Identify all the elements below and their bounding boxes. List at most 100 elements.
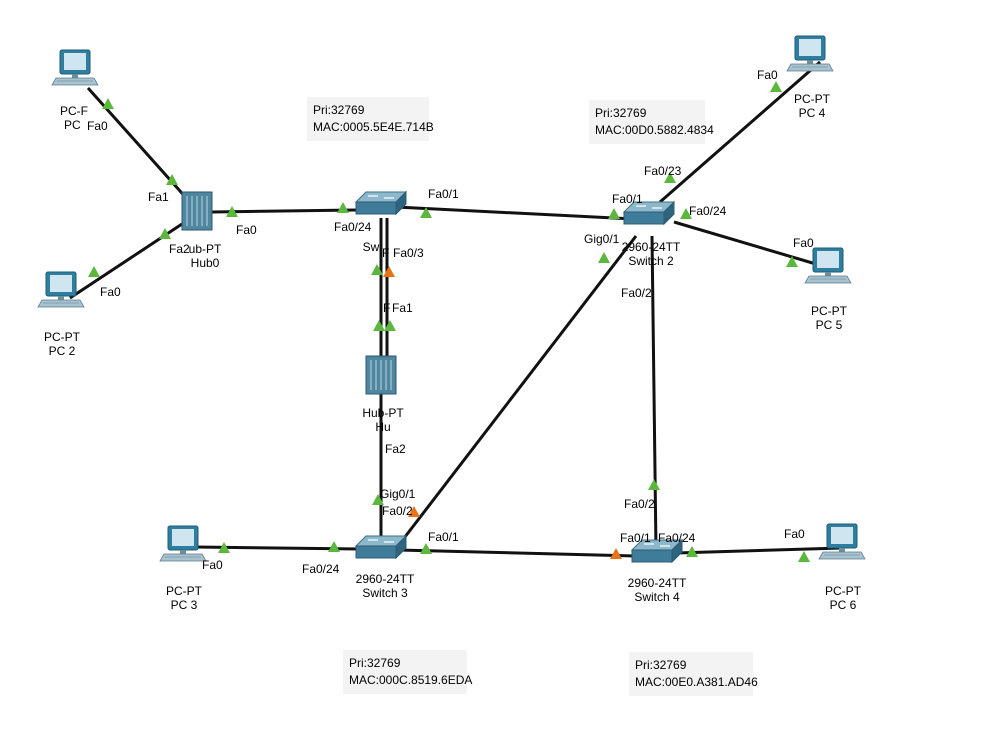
link-up-marker xyxy=(598,252,610,263)
port-label: Fa0/24 xyxy=(689,204,727,218)
switch-3-info-box: Pri:32769 MAC:000C.8519.6EDA xyxy=(343,650,473,694)
link-up-marker xyxy=(337,202,349,213)
switch-2-name: Switch 2 xyxy=(628,254,674,268)
link-up-marker xyxy=(680,208,692,219)
port-label: Fa2 xyxy=(385,442,406,456)
switch-1-caption: Sw xyxy=(356,240,386,254)
switch-4-mac: MAC:00E0.A381.AD46 xyxy=(635,675,758,689)
port-label: Fa0/2 xyxy=(624,497,655,511)
port-label: F xyxy=(382,246,390,260)
link-up-marker xyxy=(664,172,676,183)
link-up-marker xyxy=(686,546,698,557)
switch-1-name: Sw xyxy=(362,240,380,254)
switch-4-type: 2960-24TT xyxy=(627,576,687,590)
pc-2-name: PC 2 xyxy=(48,344,76,358)
pc-4-caption: PC-PT PC 4 xyxy=(782,92,842,120)
network-link xyxy=(396,235,638,547)
link-blocking-marker xyxy=(383,266,395,277)
link-up-marker xyxy=(798,551,810,562)
hub-icon[interactable] xyxy=(365,355,397,395)
port-label: Fa0/1 xyxy=(428,530,459,544)
link-up-marker xyxy=(373,320,385,331)
pc-0-type: PC-F xyxy=(60,104,88,118)
link-up-marker xyxy=(420,207,432,218)
link-blocking-marker xyxy=(610,548,622,559)
switch-3-mac: MAC:000C.8519.6EDA xyxy=(349,673,473,687)
port-label: Fa0/3 xyxy=(393,246,424,260)
port-label: Fa0/24 xyxy=(302,562,340,576)
network-link xyxy=(650,235,658,551)
port-label: Fa0/24 xyxy=(334,220,372,234)
network-link xyxy=(211,208,357,214)
switch-2-mac: MAC:00D0.5882.4834 xyxy=(595,123,714,137)
switch-3-type: 2960-24TT xyxy=(355,572,415,586)
pc-icon[interactable] xyxy=(804,247,852,284)
hub-1-caption: Hub-PT Hu xyxy=(356,406,410,434)
port-label: Fa0 xyxy=(757,68,778,82)
port-label: Fa0 xyxy=(793,236,814,250)
switch-icon[interactable] xyxy=(355,191,407,215)
link-up-marker xyxy=(608,208,620,219)
port-label: Fa0 xyxy=(236,223,257,237)
network-link xyxy=(673,220,827,269)
port-label: Fa0 xyxy=(784,527,805,541)
link-up-marker xyxy=(372,494,384,505)
pc-3-caption: PC-PT PC 3 xyxy=(154,584,214,612)
port-markers-layer xyxy=(88,81,810,562)
switch-2-info-box: Pri:32769 MAC:00D0.5882.4834 xyxy=(589,100,714,144)
switch-1-priority: Pri:32769 xyxy=(313,103,365,117)
network-link xyxy=(659,60,821,204)
pc-4-name: PC 4 xyxy=(798,106,826,120)
switch-4-caption: 2960-24TT Switch 4 xyxy=(622,576,692,604)
switch-1-mac: MAC:0005.5E4E.714B xyxy=(313,120,434,134)
pc-4-type: PC-PT xyxy=(794,92,830,106)
link-up-marker xyxy=(226,206,238,217)
pc-3-name: PC 3 xyxy=(170,598,198,612)
port-label: Fa1 xyxy=(148,190,169,204)
pc-5-name: PC 5 xyxy=(815,318,843,332)
link-up-marker xyxy=(102,98,114,109)
pc-6-name: PC 6 xyxy=(829,598,857,612)
pc-6-caption: PC-PT PC 6 xyxy=(813,584,873,612)
pc-5-type: PC-PT xyxy=(811,304,847,318)
link-up-marker xyxy=(218,542,230,553)
port-label: Fa1 xyxy=(392,301,413,315)
switch-1-info-box: Pri:32769 MAC:0005.5E4E.714B xyxy=(307,97,434,141)
link-up-marker xyxy=(328,541,340,552)
link-up-marker xyxy=(420,543,432,554)
switch-2-type: 2960-24TT xyxy=(621,240,681,254)
port-label: Fa2 xyxy=(169,242,190,256)
switch-4-info-box: Pri:32769 MAC:00E0.A381.AD46 xyxy=(629,652,758,696)
switch-2-caption: 2960-24TT Switch 2 xyxy=(616,240,686,268)
pc-icon[interactable] xyxy=(159,525,207,562)
switch-3-name: Switch 3 xyxy=(362,586,408,600)
pc-icon[interactable] xyxy=(37,271,85,308)
link-up-marker xyxy=(88,266,100,277)
port-label: Fa0 xyxy=(202,558,223,572)
pc-6-type: PC-PT xyxy=(825,584,861,598)
pc-3-type: PC-PT xyxy=(166,584,202,598)
link-blocking-marker xyxy=(408,506,420,517)
links-layer xyxy=(69,60,843,558)
port-label: Fa0/23 xyxy=(644,164,682,178)
link-up-marker xyxy=(159,228,171,239)
pc-icon[interactable] xyxy=(786,35,834,72)
network-link xyxy=(397,548,639,558)
link-up-marker xyxy=(166,174,178,185)
port-label: Fa0 xyxy=(100,285,121,299)
network-link xyxy=(395,205,635,221)
link-up-marker xyxy=(648,479,660,490)
link-up-marker xyxy=(384,320,396,331)
pc-icon[interactable] xyxy=(51,49,99,86)
port-label: F xyxy=(383,301,391,315)
pc-icon[interactable] xyxy=(818,523,866,560)
switch-3-caption: 2960-24TT Switch 3 xyxy=(350,572,420,600)
switch-icon[interactable] xyxy=(355,535,407,559)
hub-icon[interactable] xyxy=(181,191,213,231)
link-up-marker xyxy=(770,81,782,92)
port-label: Gig0/1 xyxy=(380,487,416,501)
port-label: Fa0/1 xyxy=(612,192,643,206)
switch-3-priority: Pri:32769 xyxy=(349,656,401,670)
switch-2-priority: Pri:32769 xyxy=(595,106,647,120)
